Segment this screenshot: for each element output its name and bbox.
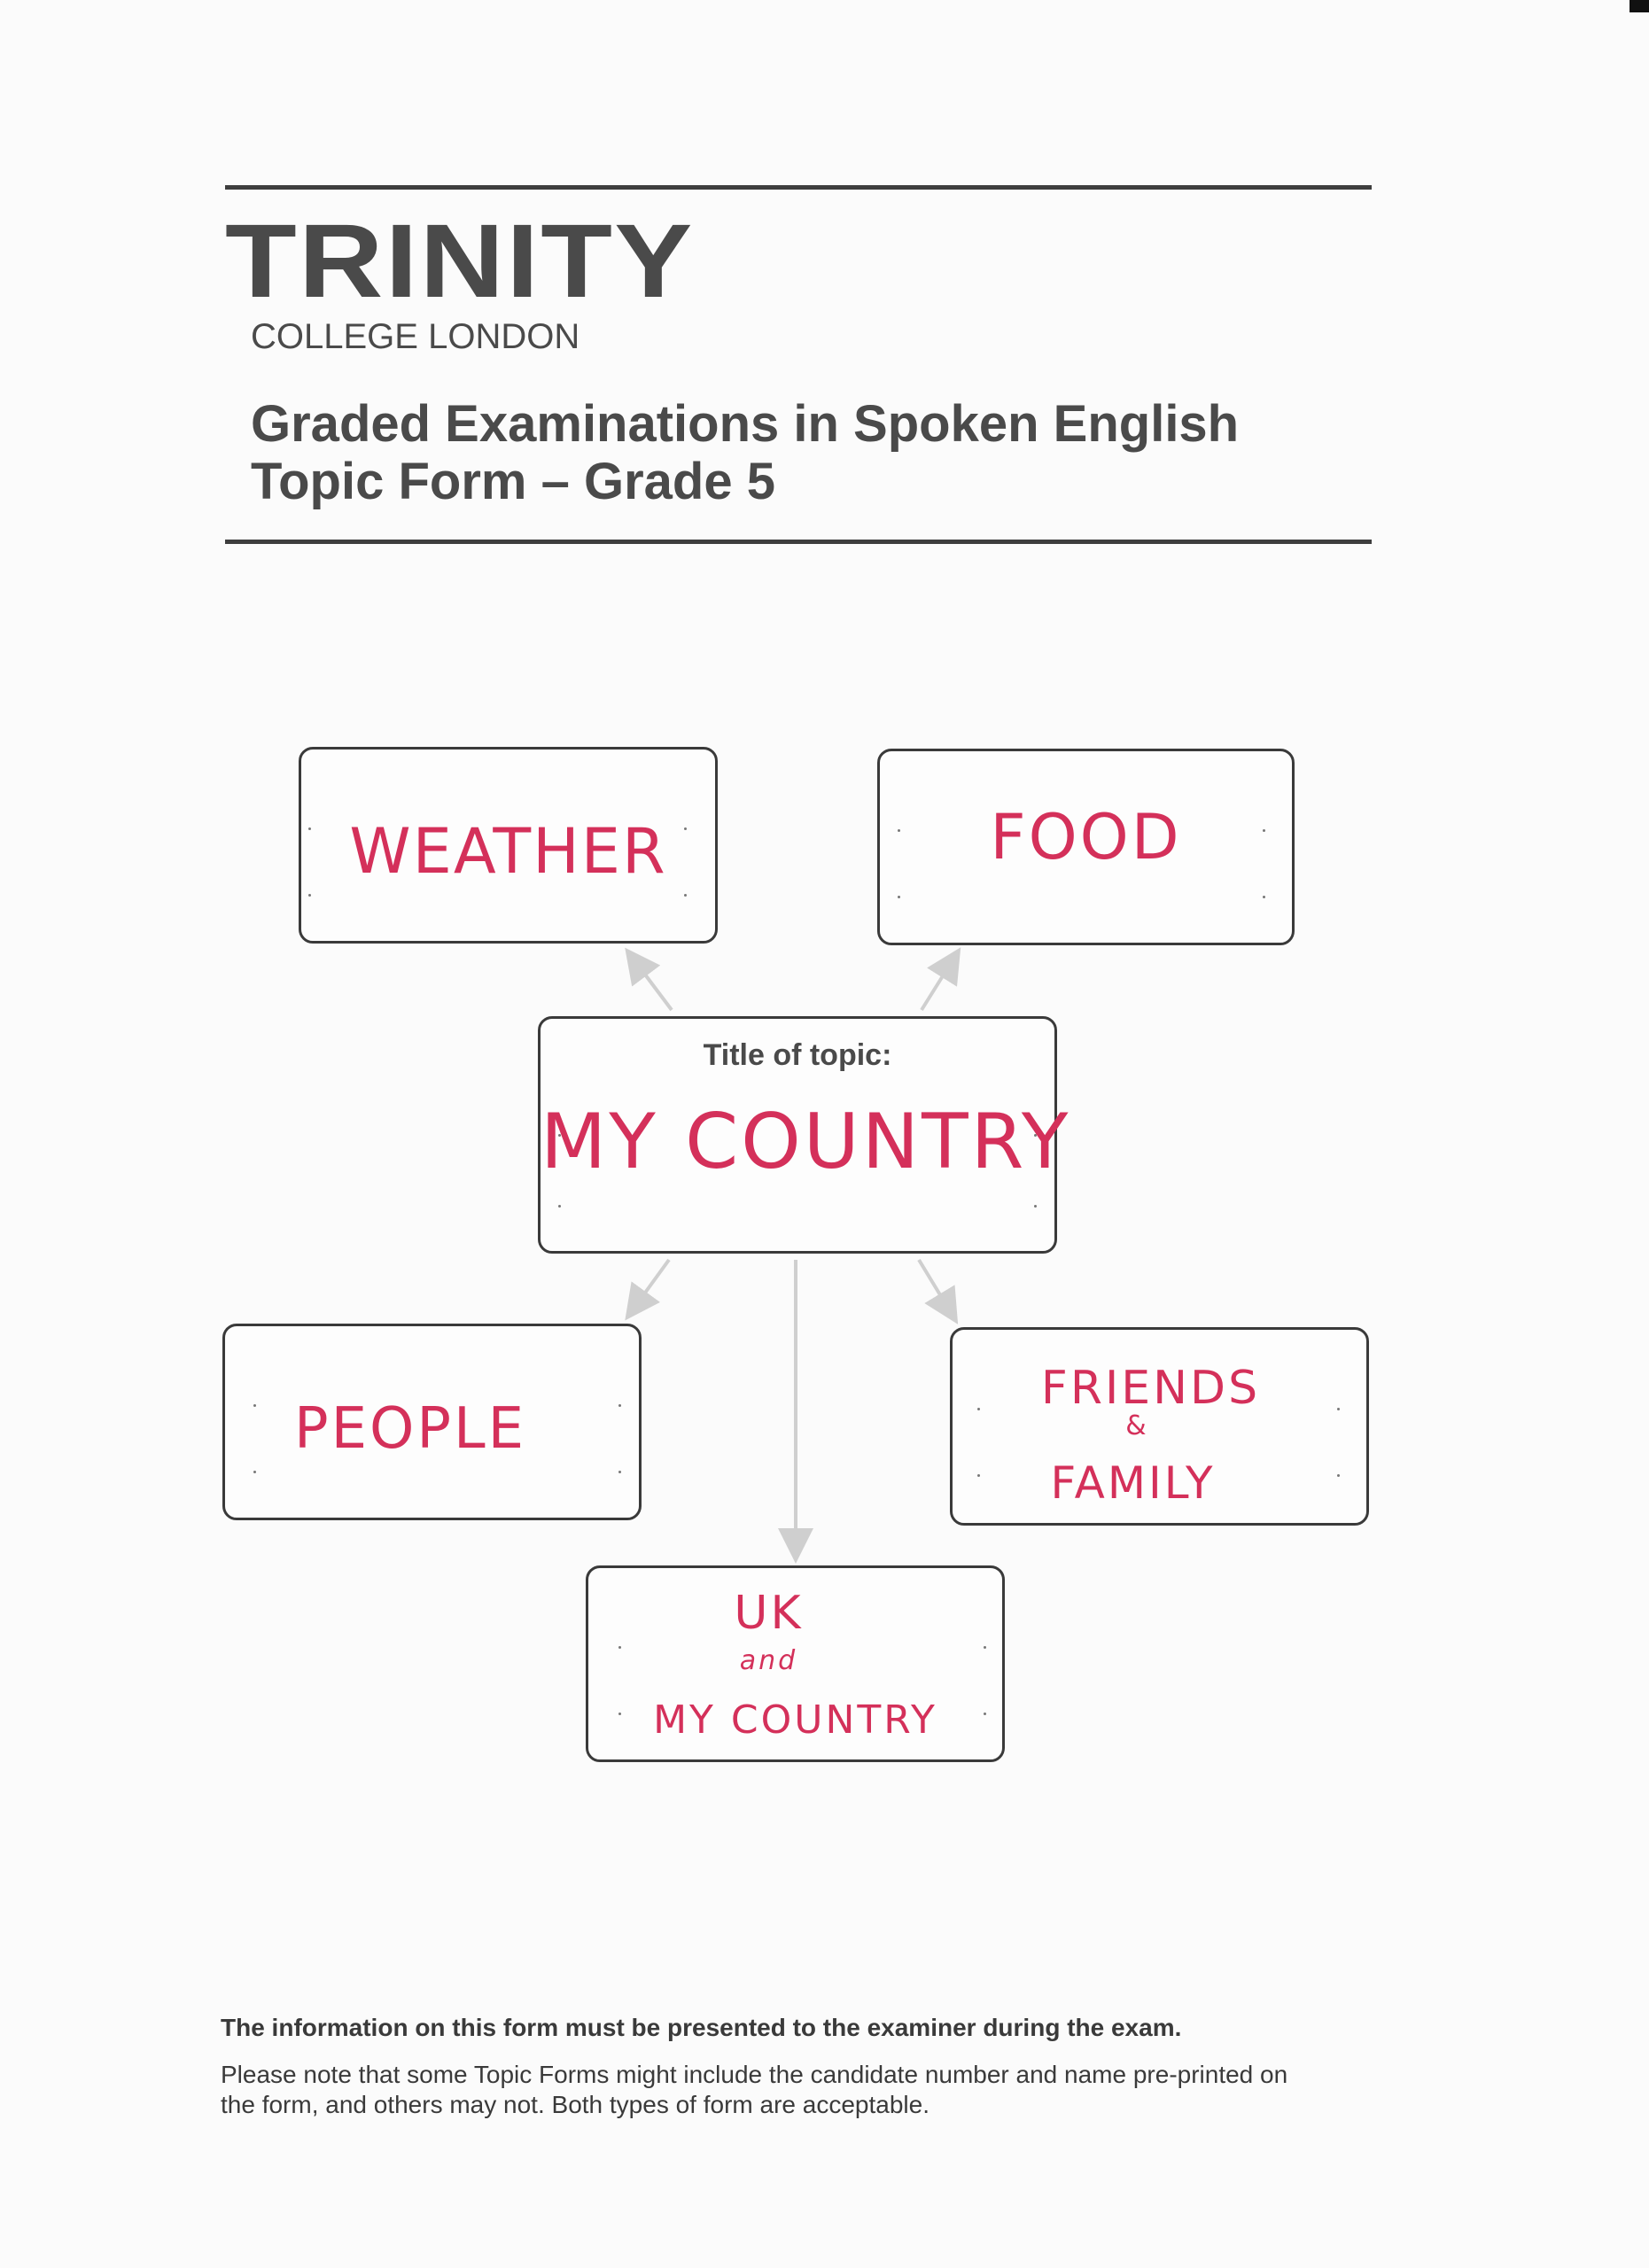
footer-notice: The information on this form must be pre…: [221, 2014, 1182, 2041]
subtopic-box-uk: UK and MY COUNTRY: [586, 1565, 1005, 1762]
arrow-to-food: [920, 947, 961, 1012]
arrow-to-weather: [625, 947, 673, 1012]
subtopic-weather: WEATHER: [349, 815, 667, 888]
subtopic-friends-line2: &: [1125, 1410, 1149, 1441]
subtopic-friends-line1: FRIENDS: [1040, 1362, 1261, 1415]
topic-title-value: MY COUNTRY: [541, 1098, 1071, 1186]
arrow-to-friends: [917, 1258, 959, 1324]
subtopic-uk-line1: UK: [734, 1587, 804, 1640]
bottom-rule: [225, 540, 1372, 544]
arrow-to-people: [625, 1258, 671, 1321]
subtopic-friends-line3: FAMILY: [1050, 1457, 1216, 1509]
subtopic-people: PEOPLE: [294, 1396, 527, 1462]
subtopic-box-people: PEOPLE: [222, 1324, 642, 1520]
logo-subtitle: COLLEGE LONDON: [251, 317, 580, 356]
footer-note-line1: Please note that some Topic Forms might …: [221, 2061, 1288, 2088]
logo-wordmark: TRINITY: [225, 203, 695, 320]
topic-title-box: Title of topic: MY COUNTRY: [538, 1016, 1071, 1254]
subtopic-box-weather: WEATHER: [299, 747, 718, 944]
subtopic-uk-line2: and: [739, 1645, 798, 1676]
topic-title-label: Title of topic:: [703, 1038, 892, 1072]
subtopic-uk-line3: MY COUNTRY: [653, 1697, 937, 1743]
subtopic-food: FOOD: [990, 801, 1182, 874]
form-title: Graded Examinations in Spoken English: [251, 395, 1240, 453]
top-rule: [225, 185, 1372, 190]
subtopic-box-food: FOOD: [877, 749, 1295, 945]
form-subtitle: Topic Form – Grade 5: [251, 453, 775, 510]
footer-note-line2: the form, and others may not. Both types…: [221, 2091, 930, 2118]
scan-corner-mark: [1630, 0, 1649, 12]
subtopic-box-friends: FRIENDS & FAMILY: [950, 1327, 1369, 1526]
